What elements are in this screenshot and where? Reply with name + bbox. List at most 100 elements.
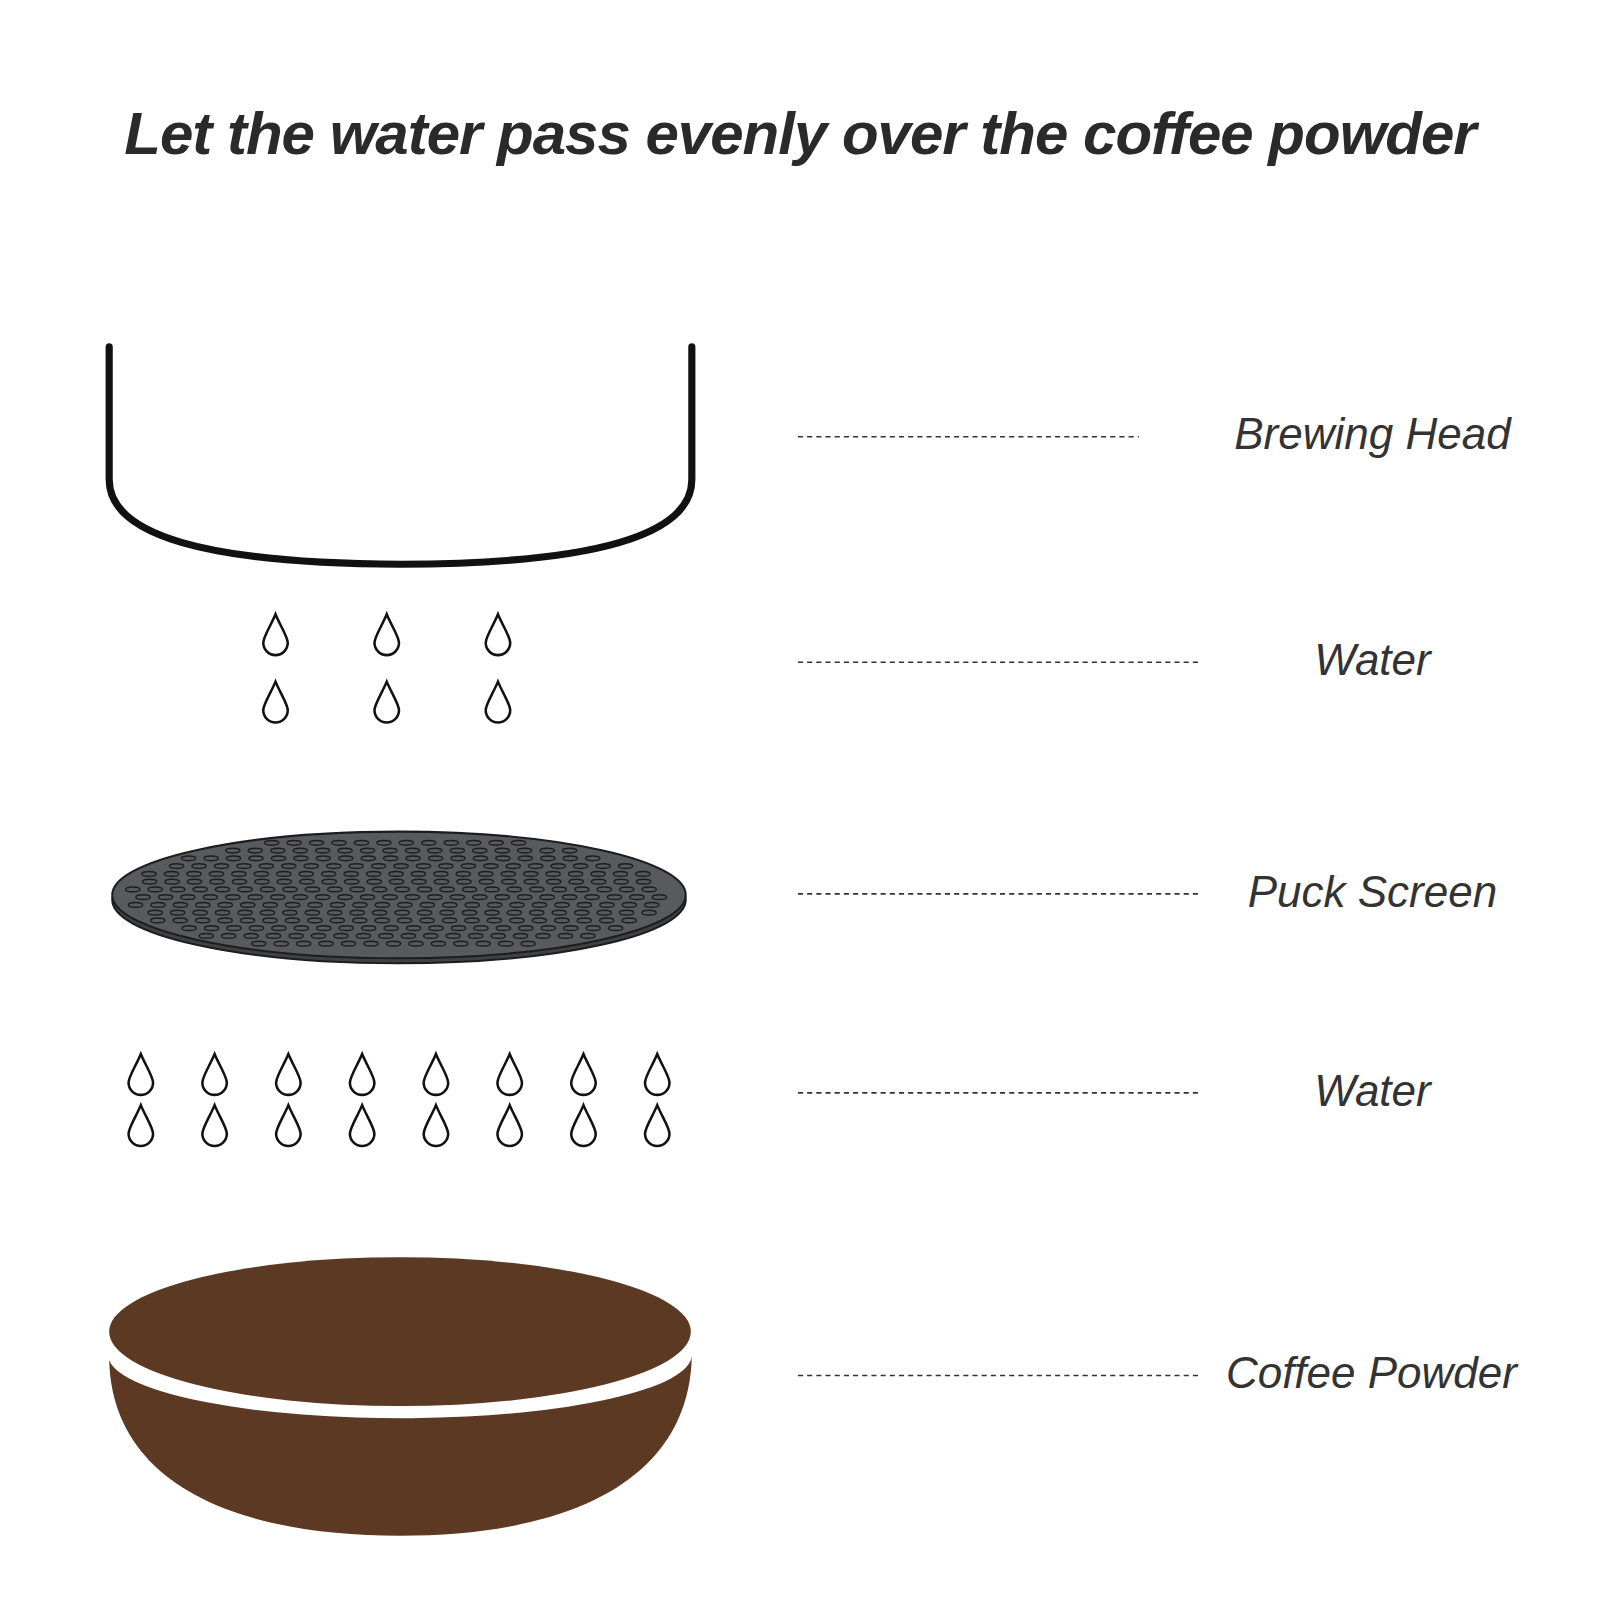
screen-hole: [199, 934, 213, 939]
screen-hole: [182, 926, 196, 931]
screen-hole: [541, 856, 555, 861]
screen-hole: [227, 926, 241, 931]
screen-hole: [143, 879, 157, 884]
screen-hole: [491, 934, 505, 939]
screen-hole: [148, 910, 162, 915]
screen-hole: [241, 903, 255, 908]
leader-lines: [798, 437, 1202, 1376]
screen-hole: [473, 848, 487, 853]
water-drop: [263, 614, 287, 655]
screen-hole: [181, 856, 195, 861]
screen-hole: [187, 879, 201, 884]
water-drop: [497, 1105, 521, 1146]
screen-hole: [293, 848, 307, 853]
screen-hole: [193, 910, 207, 915]
screen-hole: [446, 934, 460, 939]
screen-hole: [350, 910, 364, 915]
screen-hole: [354, 841, 368, 846]
screen-hole: [232, 879, 246, 884]
screen-hole: [339, 926, 353, 931]
screen-hole: [630, 895, 644, 900]
screen-hole: [444, 841, 458, 846]
water-drop: [497, 1054, 521, 1095]
screen-hole: [462, 910, 476, 915]
screen-hole: [540, 848, 554, 853]
screen-hole: [389, 879, 403, 884]
screen-hole: [613, 872, 627, 877]
screen-hole: [204, 856, 218, 861]
screen-hole: [364, 941, 378, 946]
screen-hole: [620, 887, 634, 892]
screen-hole: [591, 879, 605, 884]
screen-hole: [341, 941, 355, 946]
screen-hole: [496, 856, 510, 861]
screen-hole: [218, 903, 232, 908]
screen-hole: [366, 872, 380, 877]
screen-hole: [502, 879, 516, 884]
screen-hole: [164, 872, 178, 877]
screen-hole: [252, 941, 266, 946]
water-drop: [571, 1054, 595, 1095]
screen-hole: [547, 879, 561, 884]
screen-hole: [485, 887, 499, 892]
screen-hole: [395, 887, 409, 892]
screen-hole: [265, 841, 279, 846]
screen-hole: [568, 872, 582, 877]
screen-hole: [271, 856, 285, 861]
screen-hole: [521, 941, 535, 946]
screen-hole: [353, 903, 367, 908]
water-drop: [202, 1105, 226, 1146]
screen-hole: [338, 848, 352, 853]
screen-hole: [277, 879, 291, 884]
screen-hole: [308, 903, 322, 908]
screen-hole: [555, 918, 569, 923]
screen-hole: [577, 918, 591, 923]
screen-hole: [196, 903, 210, 908]
screen-hole: [474, 926, 488, 931]
screen-hole: [287, 841, 301, 846]
screen-hole: [338, 895, 352, 900]
screen-hole: [600, 918, 614, 923]
part-label: Puck Screen: [1248, 867, 1497, 917]
screen-hole: [399, 841, 413, 846]
screen-hole: [405, 848, 419, 853]
screen-hole: [126, 887, 140, 892]
screen-hole: [406, 856, 420, 861]
screen-hole: [375, 918, 389, 923]
screen-hole: [203, 895, 217, 900]
screen-hole: [536, 934, 550, 939]
screen-hole: [575, 887, 589, 892]
screen-hole: [519, 926, 533, 931]
screen-hole: [360, 895, 374, 900]
screen-hole: [467, 841, 481, 846]
screen-hole: [513, 934, 527, 939]
screen-hole: [465, 918, 479, 923]
screen-hole: [562, 848, 576, 853]
water-drop: [486, 614, 510, 655]
screen-hole: [398, 903, 412, 908]
screen-hole: [558, 934, 572, 939]
screen-hole: [173, 918, 187, 923]
screen-hole: [215, 887, 229, 892]
screen-hole: [277, 872, 291, 877]
screen-hole: [371, 864, 385, 869]
screen-hole: [349, 864, 363, 869]
screen-hole: [317, 926, 331, 931]
screen-hole: [283, 887, 297, 892]
screen-hole: [552, 910, 566, 915]
screen-hole: [406, 926, 420, 931]
brewing-head: [109, 347, 692, 564]
water-drop: [374, 614, 398, 655]
screen-hole: [285, 918, 299, 923]
screen-hole: [362, 926, 376, 931]
screen-hole: [309, 841, 323, 846]
screen-hole: [266, 934, 280, 939]
screen-hole: [293, 895, 307, 900]
screen-hole: [409, 941, 423, 946]
water-drop: [645, 1054, 669, 1095]
screen-hole: [210, 879, 224, 884]
screen-hole: [473, 895, 487, 900]
screen-hole: [249, 926, 263, 931]
screen-hole: [218, 918, 232, 923]
screen-hole: [305, 887, 319, 892]
